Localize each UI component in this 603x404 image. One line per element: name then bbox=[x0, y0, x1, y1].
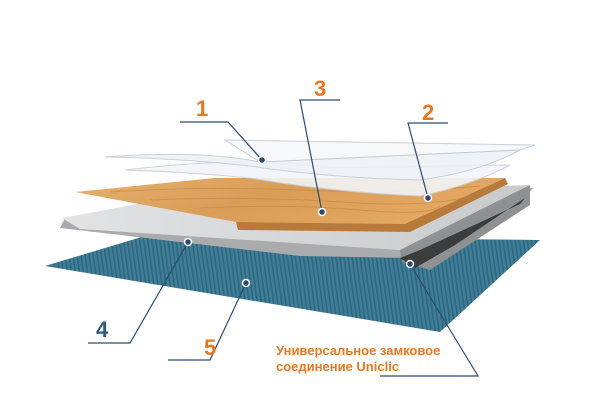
leader-line-joint bbox=[380, 263, 480, 377]
leader-line-1 bbox=[180, 121, 263, 161]
callout-number-5: 5 bbox=[204, 335, 216, 360]
marker-dot-4 bbox=[183, 237, 193, 247]
marker-dot-1 bbox=[257, 155, 267, 165]
leader-lines bbox=[88, 99, 480, 377]
callout-number-4: 4 bbox=[96, 317, 109, 342]
leader-line-2 bbox=[407, 122, 448, 199]
leader-line-4 bbox=[88, 241, 189, 344]
leader-dots bbox=[183, 155, 433, 288]
callout-number-2: 2 bbox=[422, 100, 434, 125]
callout-number-3: 3 bbox=[314, 76, 326, 101]
marker-dot-5 bbox=[241, 278, 251, 288]
marker-dot-3 bbox=[317, 207, 327, 217]
caption-line-1: Универсальное замковое bbox=[276, 343, 440, 358]
marker-dot-2 bbox=[423, 193, 433, 203]
leader-line-5 bbox=[168, 282, 247, 361]
leader-line-3 bbox=[299, 99, 340, 213]
callout-number-1: 1 bbox=[196, 96, 208, 121]
caption-line-2: соединение Uniclic bbox=[276, 359, 399, 374]
marker-dot-joint bbox=[405, 259, 415, 269]
